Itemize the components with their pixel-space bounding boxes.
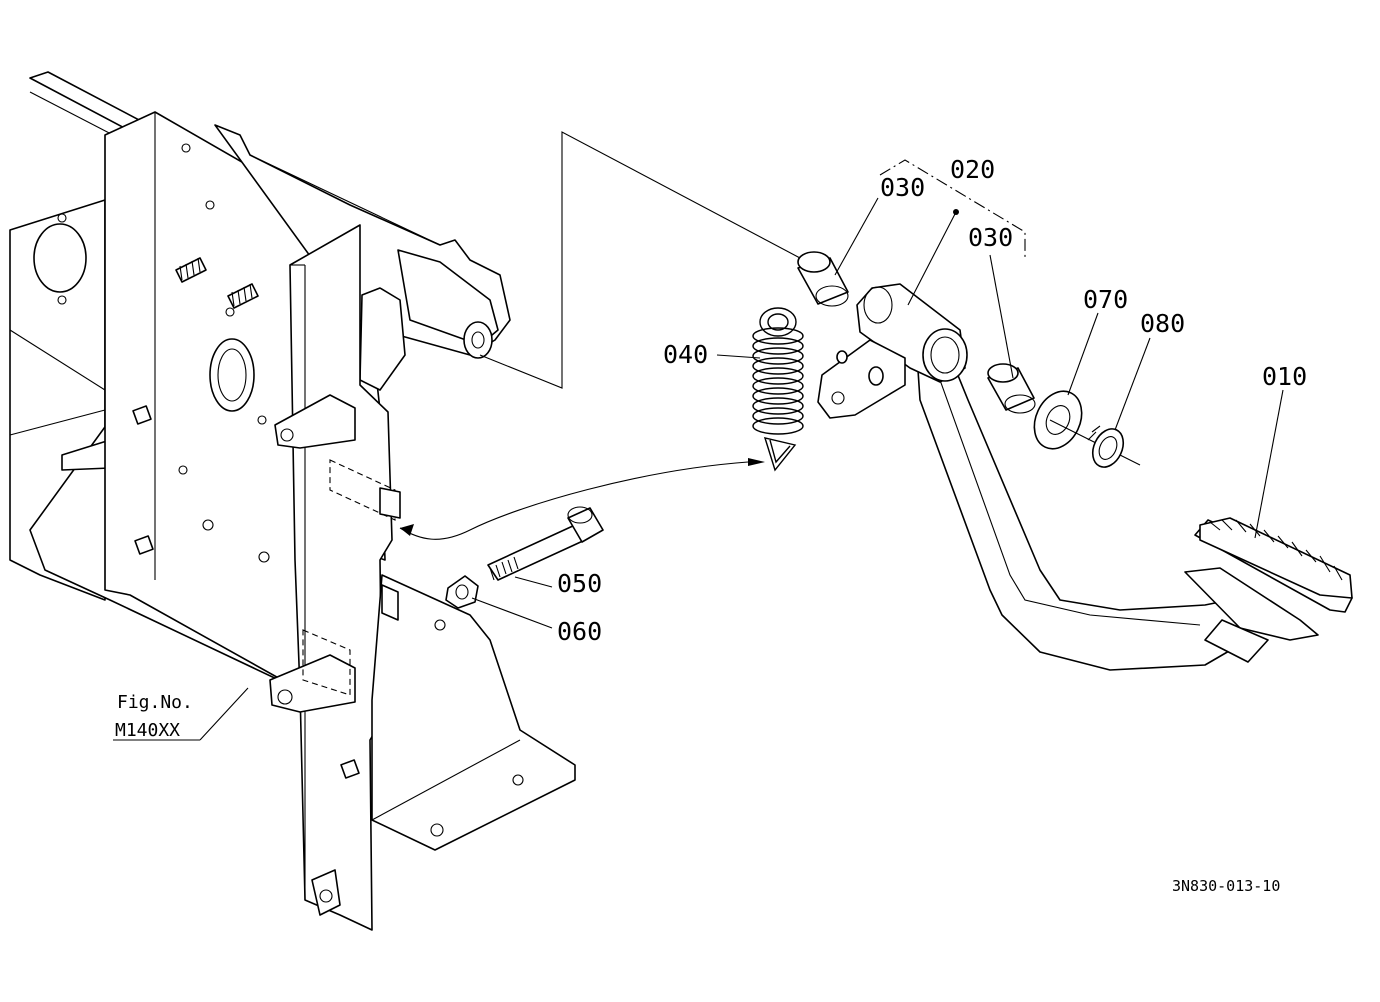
callout-070: 070 bbox=[1083, 285, 1128, 314]
snap-ring-080 bbox=[1087, 425, 1125, 468]
chassis-frame bbox=[9, 71, 801, 931]
stud-bolt-upper bbox=[175, 257, 207, 283]
pedal-pad-010 bbox=[1184, 517, 1353, 663]
callout-060: 060 bbox=[557, 617, 602, 646]
callout-020: 020 bbox=[950, 155, 995, 184]
fig-ref-label: Fig.No. bbox=[117, 692, 193, 713]
bushing-030-a bbox=[797, 251, 849, 307]
arrow-tail bbox=[748, 458, 765, 466]
document-number: 3N830-013-10 bbox=[1172, 877, 1280, 895]
washer-070 bbox=[1033, 390, 1141, 466]
callout-010: 010 bbox=[1262, 362, 1307, 391]
bushing-030-b bbox=[987, 363, 1036, 414]
stud-bolt-lower bbox=[227, 283, 259, 309]
arrow-head bbox=[400, 524, 414, 536]
bolt-050 bbox=[487, 506, 604, 581]
nut-060 bbox=[445, 575, 479, 609]
spring-040 bbox=[752, 307, 804, 472]
fig-ref-number: M140XX bbox=[115, 720, 180, 741]
callout-040: 040 bbox=[663, 340, 708, 369]
pedal-arm-020 bbox=[817, 159, 1249, 671]
callout-030-b: 030 bbox=[968, 223, 1013, 252]
callout-050: 050 bbox=[557, 569, 602, 598]
callout-080: 080 bbox=[1140, 309, 1185, 338]
spring-connection-curve bbox=[399, 461, 749, 540]
callout-030-a: 030 bbox=[880, 173, 925, 202]
leader-lines bbox=[113, 197, 1284, 741]
